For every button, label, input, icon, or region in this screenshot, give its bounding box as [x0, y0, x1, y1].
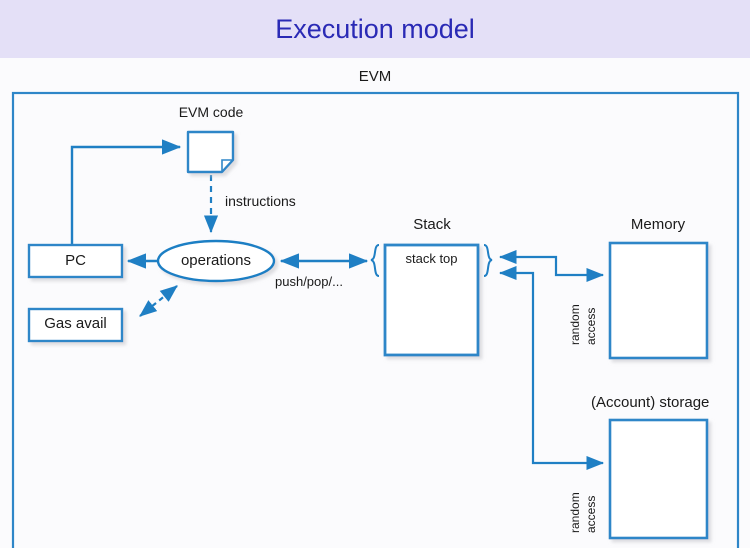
memory-access-label-line1: random: [568, 304, 582, 345]
stack-top-label: stack top: [405, 251, 458, 266]
storage-access-label-line2: access: [584, 495, 598, 533]
node-gas-avail[interactable]: [27, 307, 124, 343]
storage-access-label-line1: random: [568, 492, 582, 533]
evm-code-label: EVM code: [178, 104, 244, 120]
node-storage[interactable]: [608, 418, 709, 540]
evm-container-label: EVM: [358, 68, 392, 85]
title-bar: Execution model: [0, 0, 750, 58]
instructions-label: instructions: [225, 193, 296, 209]
edge-operations-gas: [139, 285, 178, 317]
node-operations[interactable]: [156, 239, 276, 283]
operations-label: operations: [180, 252, 252, 269]
stack-brace-right: [483, 244, 493, 277]
memory-label: Memory: [630, 216, 686, 233]
pc-label: PC: [65, 252, 86, 269]
memory-access-label-line2: access: [584, 307, 598, 345]
node-pc[interactable]: [27, 243, 124, 279]
storage-label: (Account) storage: [591, 394, 710, 411]
stack-brace-left: [370, 244, 380, 277]
gas-avail-label: Gas avail: [44, 315, 107, 332]
edge-storage-to-stack: [498, 265, 605, 471]
node-evm-code[interactable]: [186, 130, 235, 174]
stack-label: Stack: [413, 216, 451, 233]
node-memory[interactable]: [608, 241, 709, 360]
node-stack[interactable]: [383, 243, 480, 357]
evm-container-border: [11, 91, 740, 548]
push-pop-label: push/pop/...: [275, 274, 343, 289]
edge-pc-to-evm-code: [70, 139, 182, 245]
page-title: Execution model: [275, 14, 475, 44]
